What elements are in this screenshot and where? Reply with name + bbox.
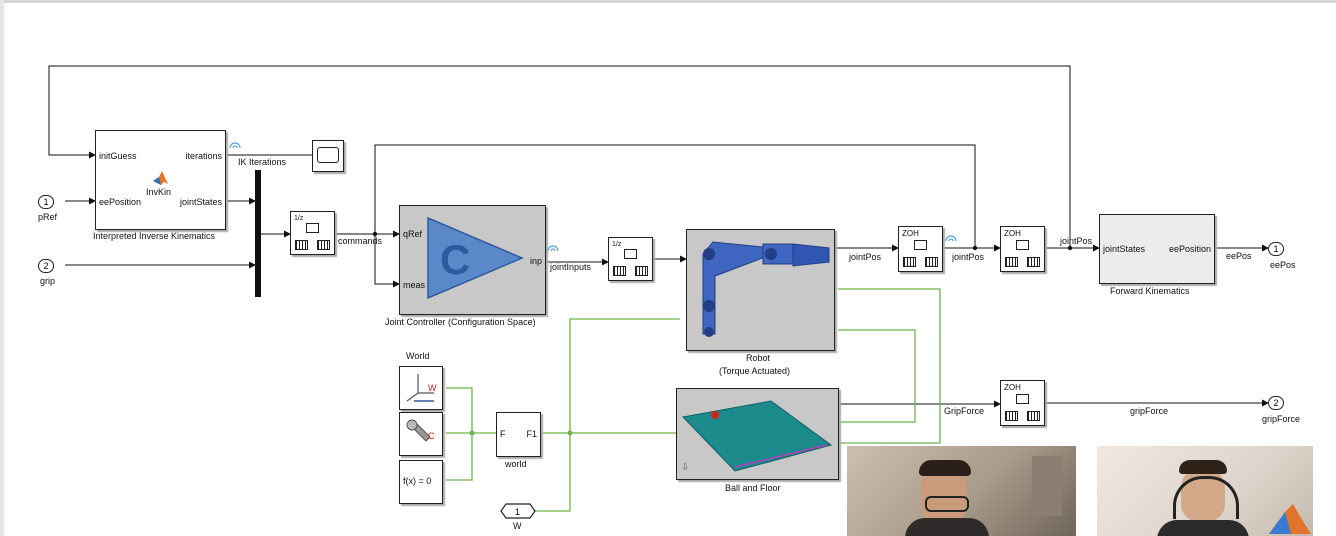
signal-jointpos-1: jointPos bbox=[849, 252, 882, 262]
ik-port-jointstates: jointStates bbox=[179, 197, 222, 207]
ik-port-eeposition: eePosition bbox=[99, 197, 142, 207]
controller-port-qref: qRef bbox=[403, 229, 423, 239]
floor-plane-icon bbox=[681, 400, 833, 472]
zoh-text-1: ZOH bbox=[902, 229, 919, 238]
inport-pRef[interactable]: 1 bbox=[38, 195, 54, 209]
zoh-text-3: ZOH bbox=[1004, 383, 1021, 392]
zoh-icon-3 bbox=[1016, 394, 1029, 404]
ik-port-initguess: initGuess bbox=[99, 151, 137, 161]
delay-text-2: 1/z bbox=[612, 241, 622, 248]
scope-block[interactable] bbox=[312, 140, 344, 172]
world-port-f: F bbox=[500, 429, 506, 439]
signal-log-icon-2 bbox=[547, 245, 559, 252]
forward-kinematics-block[interactable]: jointStates eePosition bbox=[1099, 214, 1215, 284]
controller-glyph: C bbox=[440, 236, 470, 283]
unit-delay-block-1[interactable]: 1/z bbox=[290, 211, 335, 255]
world-frame-block[interactable]: W bbox=[399, 366, 443, 410]
world-subsystem-label: world bbox=[505, 459, 527, 469]
headphones-icon bbox=[1173, 476, 1239, 519]
signal-gripforce-1: GripForce bbox=[944, 406, 985, 416]
zoh-text-2: ZOH bbox=[1004, 229, 1021, 238]
joint-controller-label: Joint Controller (Configuration Space) bbox=[385, 317, 536, 327]
solver-config-block[interactable]: f(x) = 0 bbox=[399, 460, 443, 504]
matlab-logo-icon bbox=[153, 171, 168, 185]
robot-block[interactable] bbox=[686, 229, 835, 351]
connection-port-W-num: 1 bbox=[515, 507, 520, 517]
ball-and-floor-block[interactable]: ⇩ bbox=[676, 388, 839, 480]
world-subsystem-block[interactable]: F F1 bbox=[496, 412, 541, 457]
world-port-f1: F1 bbox=[526, 429, 537, 439]
ball-and-floor-label: Ball and Floor bbox=[725, 483, 781, 493]
wrench-icon: C bbox=[406, 419, 435, 442]
unit-delay-block-2[interactable]: 1/z bbox=[608, 237, 653, 281]
signal-eepos: eePos bbox=[1226, 251, 1252, 261]
connection-port-W[interactable]: 1 bbox=[500, 502, 536, 520]
world-axes-icon: W bbox=[406, 374, 437, 402]
svg-text:W: W bbox=[428, 383, 437, 393]
ik-port-iterations: iterations bbox=[185, 151, 222, 161]
zoh-block-2[interactable]: ZOH bbox=[1000, 226, 1045, 272]
zoh-icon-2 bbox=[1016, 240, 1029, 250]
outport-gripForce[interactable]: 2 bbox=[1268, 396, 1284, 410]
signal-jointinputs: jointInputs bbox=[550, 262, 592, 272]
controller-triangle-icon: C bbox=[427, 216, 524, 300]
delay-text: 1/z bbox=[294, 215, 304, 222]
zoh-block-3[interactable]: ZOH bbox=[1000, 380, 1045, 426]
signal-commands: commands bbox=[338, 236, 383, 246]
matlab-membrane-icon bbox=[1269, 504, 1311, 534]
inport-pRef-label: pRef bbox=[38, 212, 58, 222]
webcam-feed-2 bbox=[1097, 446, 1313, 536]
ik-block[interactable]: initGuess eePosition iterations jointSta… bbox=[95, 130, 226, 230]
toolbar-edge bbox=[0, 0, 1336, 3]
delay-icon bbox=[306, 223, 319, 233]
delay-icon-2 bbox=[624, 249, 637, 259]
person-hair-1 bbox=[919, 460, 971, 476]
zoh-block-1[interactable]: ZOH bbox=[898, 226, 943, 272]
arrow-down-icon: ⇩ bbox=[681, 462, 690, 473]
signal-jointpos-2: jointPos bbox=[952, 252, 985, 262]
connection-port-W-label: W bbox=[513, 521, 522, 531]
ik-core-label: InvKin bbox=[146, 187, 172, 197]
person-hair-2 bbox=[1179, 460, 1227, 474]
outport-eePos[interactable]: 1 bbox=[1268, 242, 1284, 256]
glasses-icon bbox=[925, 496, 969, 512]
outport-gripForce-label: gripForce bbox=[1262, 414, 1301, 424]
fk-port-jointstates: jointStates bbox=[1103, 244, 1146, 254]
controller-port-inp: inp bbox=[529, 256, 542, 266]
scope-screen-icon bbox=[317, 147, 339, 163]
robot-sublabel: (Torque Actuated) bbox=[719, 366, 791, 376]
mechanism-config-block[interactable]: C bbox=[399, 412, 443, 456]
signal-ik-iterations: IK Iterations bbox=[238, 157, 287, 167]
robot-label: Robot bbox=[746, 353, 771, 363]
joint-controller-block[interactable]: qRef meas inp C bbox=[399, 205, 546, 315]
inport-grip-label: grip bbox=[40, 276, 56, 286]
controller-port-meas: meas bbox=[403, 280, 426, 290]
forward-kinematics-label: Forward Kinematics bbox=[1110, 286, 1190, 296]
signal-jointpos-3: jointPos bbox=[1060, 236, 1093, 246]
webcam-feed-1 bbox=[847, 446, 1076, 536]
person-shirt-2 bbox=[1157, 520, 1249, 536]
zoh-icon-1 bbox=[914, 240, 927, 250]
person-shirt-1 bbox=[905, 518, 989, 536]
signal-log-icon bbox=[229, 142, 241, 149]
fk-port-eeposition: eePosition bbox=[1168, 244, 1211, 254]
left-edge bbox=[0, 0, 4, 536]
ik-block-label: Interpreted Inverse Kinematics bbox=[93, 231, 216, 241]
svg-text:C: C bbox=[428, 431, 435, 441]
inport-grip[interactable]: 2 bbox=[38, 259, 54, 273]
solver-text: f(x) = 0 bbox=[403, 476, 432, 486]
outport-eePos-label: eePos bbox=[1270, 260, 1296, 270]
world-frame-title: World bbox=[406, 351, 430, 361]
signal-gripforce-2: gripForce bbox=[1130, 406, 1169, 416]
robot-arm-icon bbox=[702, 241, 830, 337]
signal-log-icon-3 bbox=[945, 235, 957, 242]
